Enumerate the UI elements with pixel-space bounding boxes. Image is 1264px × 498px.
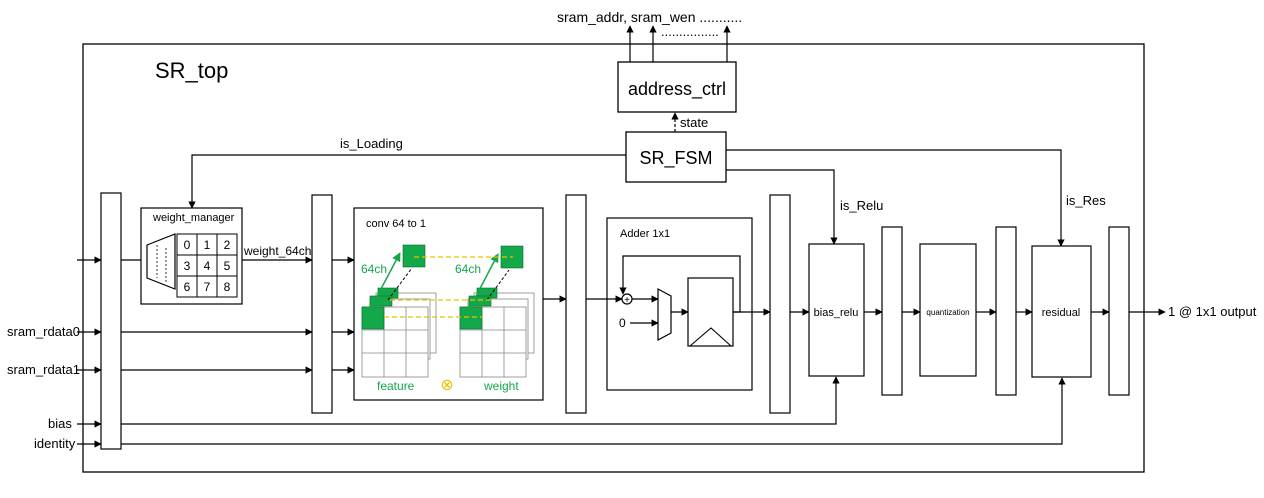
adder-zero-input: 0 [619,316,626,330]
is-res-label: is_Res [1066,193,1106,208]
weight-dashed-link [486,269,510,301]
adder-label: Adder 1x1 [620,228,670,240]
output-label: 1 @ 1x1 output [1168,304,1257,319]
address-ctrl-label: address_ctrl [628,79,726,100]
is-relu-label: is_Relu [840,198,883,213]
weight-index-3: 3 [184,259,191,273]
identity-path [121,377,1066,445]
bias-relu-block [808,243,865,377]
top-output-dots: ................ [661,24,719,39]
conv-multiply-symbol: ⊗ [440,377,453,394]
is-relu-signal [726,169,838,245]
adder-mux [657,287,672,342]
bias-path [121,376,840,425]
input-sram-rdata1: sram_rdata1 [7,362,80,377]
register-clock-symbol [689,327,732,347]
address-output-arrows [626,25,731,62]
weight-index-1: 1 [204,238,211,252]
is-res-signal [726,149,1065,247]
weight-index-5: 5 [224,259,231,273]
input-signal-lines [77,256,102,448]
residual-label: residual [1042,307,1081,319]
weight-manager-label: weight_manager [152,212,235,224]
feature-label: feature [377,379,415,393]
quantization-label: quantization [926,308,969,317]
weight-index-4: 4 [204,259,211,273]
weight-64ch-label: weight_64ch [243,244,311,258]
conv-yellow-correspondence [384,256,513,318]
weight-channel-label: 64ch [455,262,481,276]
register-5 [881,226,903,396]
register-6 [995,226,1017,396]
weight-index-8: 8 [224,280,231,294]
output-register [1108,226,1130,396]
conv-label: conv 64 to 1 [366,218,426,230]
reg2-to-conv-arrows [332,256,355,374]
adder-plus-symbol: + [624,295,630,306]
feature-tensor-stack [361,292,437,378]
weight-index-grid [176,233,238,298]
feature-channel-label: 64ch [361,262,387,276]
feature-dashed-link [387,267,413,301]
register-2 [311,194,333,414]
sr-top-container [82,43,1145,473]
sr-fsm-label: SR_FSM [639,148,712,169]
weight-index-6: 6 [184,280,191,294]
is-loading-signal [188,154,626,209]
input-identity: identity [34,436,76,451]
accumulator-register [687,277,734,347]
sr-fsm-block [625,131,727,183]
weight-manager-mux [146,233,176,290]
residual-block [1031,245,1092,378]
top-output-label: sram_addr, sram_wen ........... [557,9,742,25]
quantization-block [919,243,977,377]
bias-relu-label: bias_relu [814,307,859,319]
input-bias: bias [48,416,72,431]
weight-index-7: 7 [204,280,211,294]
register-4 [769,194,791,414]
register-3 [565,194,587,414]
input-register [100,192,122,450]
input-sram-rdata0: sram_rdata0 [7,324,80,339]
address-ctrl-block [617,61,737,113]
state-label: state [680,115,708,130]
weight-index-0: 0 [184,238,191,252]
feature-channel-arrow [365,252,401,314]
weight-index-2: 2 [224,238,231,252]
sr-top-title: SR_top [155,58,228,83]
weight-label: weight [483,379,519,393]
is-loading-label: is_Loading [340,136,403,151]
weight-channel-arrow [464,253,499,314]
